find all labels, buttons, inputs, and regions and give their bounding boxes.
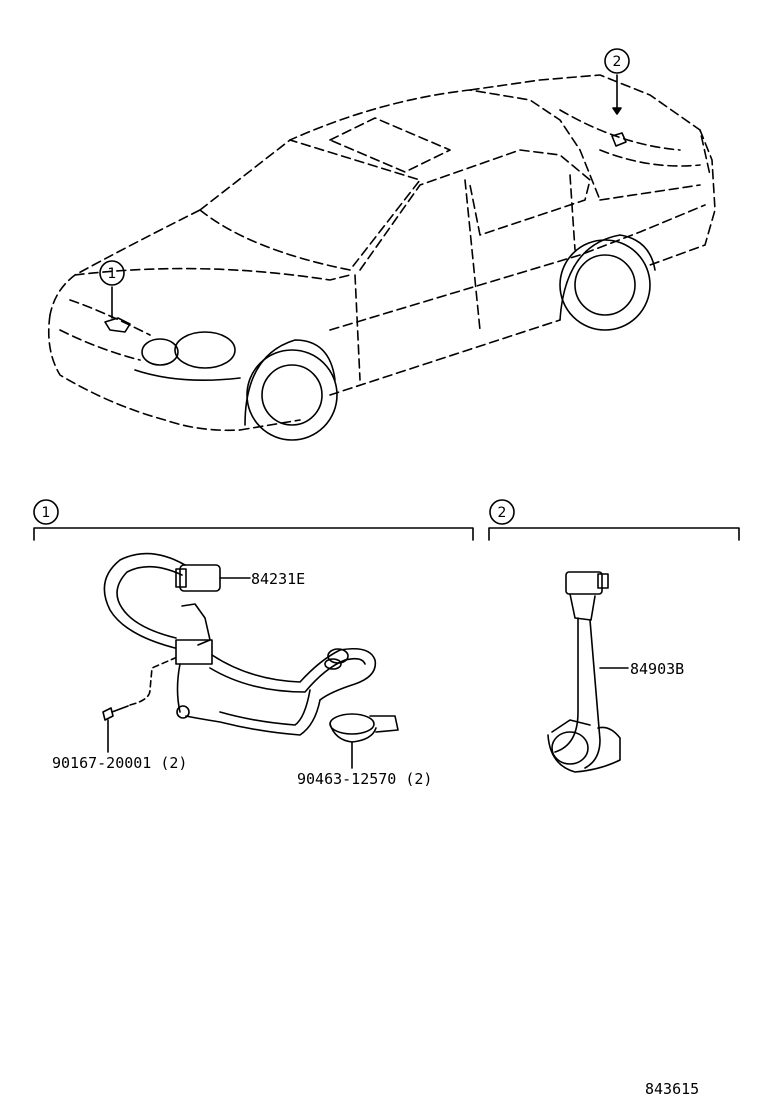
car-hood — [49, 209, 351, 316]
section-1-number: 1 — [42, 505, 51, 521]
part-label-clamp: 90463-12570 (2) — [297, 770, 432, 788]
car-roof-outline — [199, 89, 601, 211]
car-door-lines — [354, 174, 576, 381]
car-front-bumper — [47, 314, 241, 432]
car-side-body — [239, 204, 706, 431]
clamp-90463-drawing — [329, 713, 399, 743]
car-illustration — [47, 74, 716, 432]
part-label-84231E: 84231E — [251, 570, 305, 588]
car-rear-wheel — [559, 234, 656, 331]
car-callout-2-circle — [604, 48, 630, 74]
car-callout-1-circle — [99, 260, 125, 286]
car-rear-end — [599, 129, 716, 266]
bolt-90167-drawing — [102, 657, 176, 721]
car-windshield — [199, 139, 421, 271]
car-headlights — [134, 331, 241, 381]
car-callout-2-clip — [612, 107, 622, 115]
illustration-number: 843615 — [645, 1080, 699, 1098]
section-1-bracket — [33, 527, 474, 541]
car-sunroof — [329, 117, 451, 173]
section-1-circle — [33, 499, 59, 525]
part-label-bolt: 90167-20001 (2) — [52, 754, 187, 772]
section-2-number: 2 — [498, 505, 507, 521]
harness-84231E-drawing — [103, 552, 377, 736]
car-front-wheel — [244, 339, 338, 441]
car-trunk — [559, 109, 701, 167]
car-rear-part-marker — [611, 132, 627, 147]
car-rear-deck — [469, 74, 711, 176]
car-callout-1-number: 1 — [108, 266, 117, 282]
car-callout-2-number: 2 — [613, 54, 622, 70]
car-grille — [59, 299, 151, 361]
car-front-part-marker — [104, 317, 131, 333]
section-2-bracket — [488, 527, 740, 541]
car-side-windows — [359, 149, 591, 271]
part-label-84903B: 84903B — [630, 660, 684, 678]
section-2-circle — [489, 499, 515, 525]
harness-84903B-drawing — [547, 571, 621, 773]
